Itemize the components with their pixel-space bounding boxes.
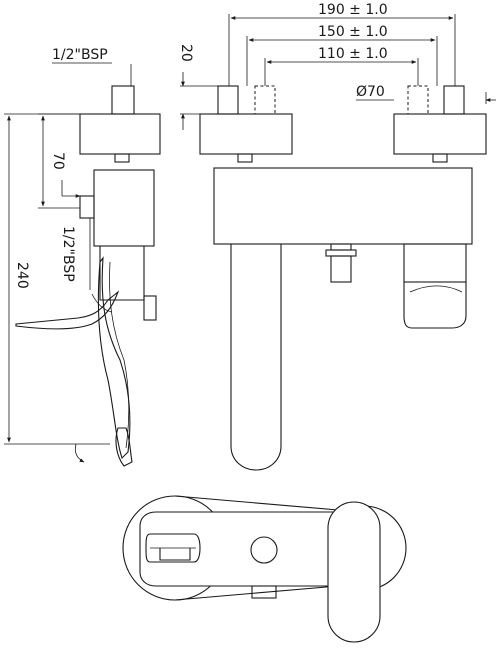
dim-20-label: 20	[178, 44, 194, 62]
side-lever-detail	[91, 293, 113, 313]
front-spout	[230, 244, 282, 471]
side-lower-body	[99, 246, 145, 301]
thread-top-label: 1/2"BSP	[52, 47, 108, 63]
front-right-nut	[432, 153, 448, 163]
side-pipe-stub	[111, 85, 135, 115]
side-outlet-stub	[79, 195, 95, 219]
side-view: 1/2"BSP 240 70 1/2"BSP	[4, 47, 161, 467]
side-wall-flange	[79, 113, 161, 155]
side-body	[93, 169, 155, 247]
front-cartridge	[403, 243, 467, 283]
side-spout-inner	[109, 261, 130, 449]
plan-spout-cap	[145, 533, 201, 563]
front-diverter-knob	[330, 255, 352, 283]
front-diverter-collar	[325, 249, 357, 257]
front-right-flange	[393, 113, 487, 155]
front-handle-detail	[409, 285, 463, 293]
front-body	[213, 167, 473, 245]
dim-70dia-label: Ø70	[356, 84, 385, 100]
side-lever	[15, 290, 120, 330]
dim-150-label: 150 ± 1.0	[318, 24, 388, 40]
side-diverter-knob	[143, 295, 157, 321]
front-right-dashed-stub	[407, 85, 429, 115]
front-left-flange	[199, 113, 293, 155]
side-spout	[97, 256, 131, 460]
front-right-stub	[443, 85, 465, 115]
front-left-dashed-stub	[254, 85, 276, 115]
front-handle	[403, 281, 467, 329]
angle-mark	[74, 443, 85, 463]
plan-diverter-stub	[251, 585, 277, 599]
dim-70-label: 70	[50, 152, 66, 170]
side-spout-tip	[115, 427, 133, 467]
plan-diverter-knob	[250, 536, 278, 564]
plan-view	[122, 495, 407, 643]
plan-spout-aerator	[159, 548, 191, 561]
front-view: 190 ± 1.0 150 ± 1.0 110 ± 1.0 20 Ø70	[178, 2, 496, 471]
plan-handle	[327, 501, 381, 643]
plan-body-top	[139, 511, 355, 587]
dim-110-label: 110 ± 1.0	[318, 46, 388, 62]
front-diverter-neck	[330, 243, 352, 251]
dim-190-label: 190 ± 1.0	[318, 2, 388, 18]
front-left-nut	[237, 153, 253, 163]
thread-side-label: 1/2"BSP	[60, 226, 76, 282]
dim-240-label: 240	[14, 262, 30, 289]
front-left-stub	[217, 85, 239, 115]
side-nut	[114, 153, 130, 163]
